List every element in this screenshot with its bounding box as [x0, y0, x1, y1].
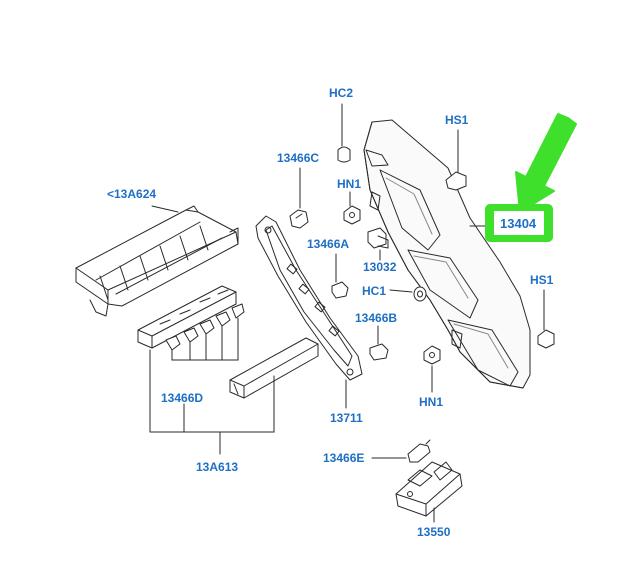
bulb-13466e: [371, 439, 431, 463]
housing-13a624: [75, 205, 239, 317]
label-hn1-bottom[interactable]: HN1: [419, 395, 444, 409]
highlight-inner: [494, 211, 544, 235]
label-13466a[interactable]: 13466A: [307, 237, 350, 251]
label-13466e[interactable]: 13466E: [323, 451, 365, 465]
circuit-board-13711: [255, 215, 363, 409]
bulb-13466a: [331, 253, 349, 299]
clip-hc2: [337, 103, 351, 163]
label-13711[interactable]: 13711: [330, 411, 363, 425]
part-label-13404[interactable]: 13404: [500, 216, 537, 231]
socket-bar-13a613: [137, 285, 237, 349]
nut-hn1-top: [343, 191, 361, 225]
label-hs1-right[interactable]: HS1: [530, 273, 554, 287]
sockets-13a613: [149, 303, 245, 365]
clip-hc1: [389, 286, 427, 302]
screw-hs1-top: [445, 129, 467, 191]
label-hn1-top[interactable]: HN1: [337, 177, 362, 191]
label-13466c[interactable]: 13466C: [277, 151, 320, 165]
leader-13a613: [149, 363, 275, 455]
nut-hn1-bottom: [423, 345, 441, 393]
label-13550[interactable]: 13550: [417, 525, 451, 539]
label-13466d[interactable]: 13466D: [161, 391, 204, 405]
label-13466b[interactable]: 13466B: [355, 311, 398, 325]
label-hc1[interactable]: HC1: [362, 284, 387, 298]
label-hs1-top[interactable]: HS1: [445, 113, 469, 127]
label-13a613[interactable]: 13A613: [196, 460, 239, 474]
lamp-holder-13550: [395, 461, 463, 523]
label-13a624[interactable]: <13A624: [107, 187, 157, 201]
bolt-13032: [367, 227, 389, 261]
bulb-13466b: [369, 325, 389, 361]
bulb-13466c: [289, 167, 309, 229]
pointer-arrow: [515, 113, 577, 213]
label-hc2[interactable]: HC2: [329, 86, 354, 100]
label-13032[interactable]: 13032: [363, 260, 397, 274]
lamp-lens-13404: [363, 119, 531, 389]
connector-13a613: [229, 337, 319, 433]
screw-hs1-right: [537, 289, 555, 349]
